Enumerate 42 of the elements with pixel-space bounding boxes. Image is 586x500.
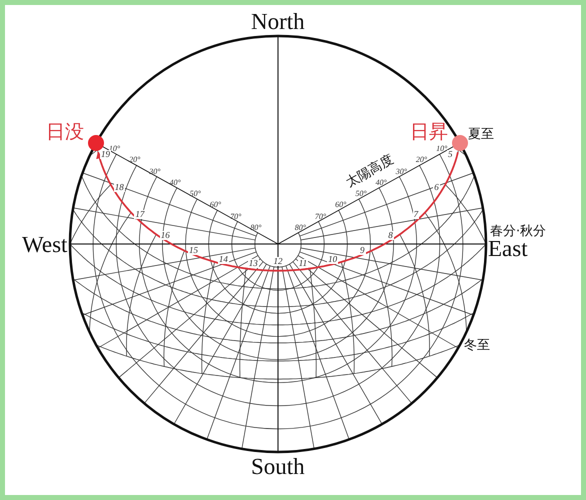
angle-label: 80° [294,224,306,232]
season-label: 春分·秋分 [490,225,546,238]
angle-label: 70° [230,212,242,221]
sun-event-label: 日没 [46,122,84,142]
angle-label: 60° [335,201,346,210]
hour-label: 10 [327,254,338,264]
angle-label: 30° [149,168,160,176]
angle-label: 40° [376,178,387,187]
hour-label: 9 [359,246,366,255]
season-label: 冬至 [464,338,490,352]
direction-label: East [488,236,528,260]
angle-label: 50° [190,190,201,198]
angle-label: 20° [129,156,140,164]
direction-label: West [22,232,68,256]
hour-label: 7 [412,210,420,219]
hour-label: 19 [100,150,111,159]
angle-label: 60° [210,201,222,210]
hour-label: 14 [218,254,229,264]
hour-label: 17 [134,210,146,219]
direction-label: South [251,455,305,478]
direction-label: North [251,10,305,33]
angle-label: 70° [314,212,326,221]
angle-label: 40° [169,178,181,187]
sun-path-arrow [96,152,459,272]
hour-label: 11 [298,258,308,268]
hour-label: 12 [272,257,284,266]
sun-dot [452,134,468,151]
season-label: 夏至 [468,128,494,141]
sun-event-label: 日昇 [410,122,448,142]
angle-label: 20° [416,156,428,164]
angle-label: 50° [355,190,367,198]
hour-label: 6 [433,183,440,192]
sun-dot [88,134,104,151]
angle-label: 80° [250,224,262,232]
hour-label: 15 [188,246,199,255]
hour-label: 13 [248,258,259,268]
hour-label: 18 [114,183,125,192]
hour-label: 5 [447,150,454,159]
hour-label: 16 [160,230,171,240]
hour-label: 8 [387,230,394,240]
angle-label: 30° [396,168,407,176]
angle-label: 10° [436,145,448,154]
